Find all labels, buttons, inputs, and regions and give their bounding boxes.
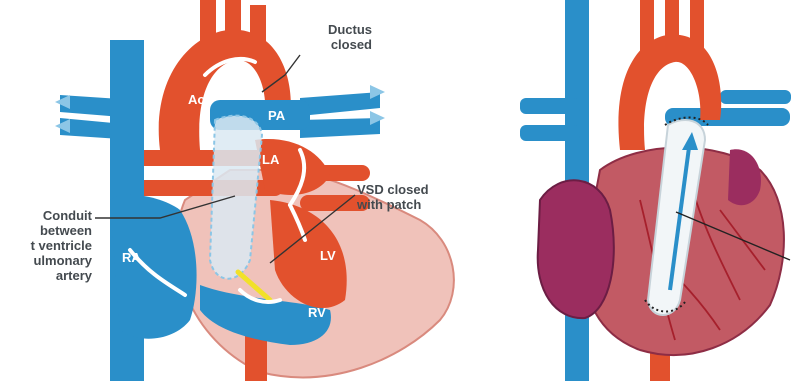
label-ra: RA <box>122 250 141 265</box>
right-atrium <box>110 195 197 339</box>
label-ao: Ao <box>188 92 205 107</box>
ductus-callout: Ductus closed <box>312 22 372 52</box>
label-la: LA <box>262 152 279 167</box>
conduit-line-2: between <box>0 223 92 238</box>
label-pa: PA <box>268 108 285 123</box>
conduit-line-3: t ventricle <box>0 238 92 253</box>
right-heart-figure <box>520 0 791 381</box>
label-rv: RV <box>308 305 326 320</box>
conduit-line-5: artery <box>0 268 92 283</box>
aortic-branches <box>200 0 266 55</box>
vsd-callout: VSD closed with patch <box>357 182 429 212</box>
right-atrial-appendage <box>538 180 614 318</box>
ductus-line-1: Ductus <box>312 22 372 37</box>
left-atrium <box>255 139 330 195</box>
conduit-callout: Conduit between t ventricle ulmonary art… <box>0 208 92 283</box>
label-lv: LV <box>320 248 336 263</box>
conduit-line-1: Conduit <box>0 208 92 223</box>
right-pulmonary-branches <box>520 90 791 141</box>
vsd-line-1: VSD closed <box>357 182 429 197</box>
conduit-line-4: ulmonary <box>0 253 92 268</box>
vsd-line-2: with patch <box>357 197 429 212</box>
left-atrial-appendage <box>728 149 761 205</box>
ductus-line-2: closed <box>312 37 372 52</box>
